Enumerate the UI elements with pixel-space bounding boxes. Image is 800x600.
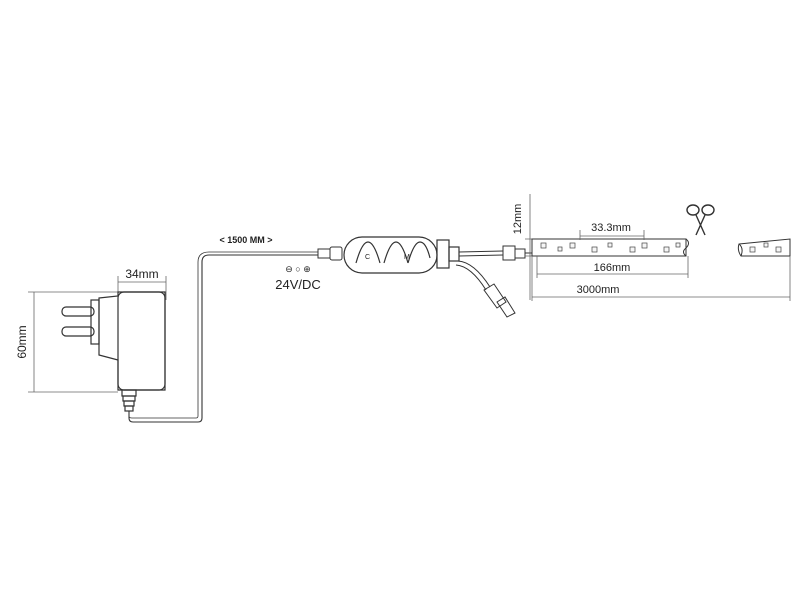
strip-cable <box>458 245 532 261</box>
led-pitch-dimension <box>579 230 645 240</box>
polarity-symbols: ⊖ ○ ⊕ <box>285 264 311 274</box>
strip-length-label: 3000mm <box>577 284 620 296</box>
strip-width-label: 12mm <box>512 204 524 235</box>
receiver-connector <box>483 283 516 318</box>
controller-button-right-icon <box>383 241 409 264</box>
controller-button-left-label: C <box>365 254 370 261</box>
strip-length-dimension <box>531 256 791 301</box>
adapter-height-dimension <box>28 291 118 393</box>
power-plug-icon <box>61 299 100 345</box>
led-pitch-label: 33.3mm <box>591 222 631 234</box>
dc-jack <box>317 246 343 261</box>
controller-button-left-icon <box>355 241 381 264</box>
adapter-width-label: 34mm <box>125 267 158 281</box>
power-cable <box>128 254 318 423</box>
controller <box>343 236 460 274</box>
receiver-cable <box>455 260 516 318</box>
cut-segment-label: 166mm <box>594 262 631 274</box>
adapter-height-label: 60mm <box>15 325 29 358</box>
voltage-label: 24V/DC <box>275 277 321 292</box>
controller-button-right-label: M <box>404 254 410 261</box>
cable-length-label: < 1500 MM > <box>219 235 272 245</box>
cut-segment-dimension <box>536 256 689 278</box>
scissors-icon <box>686 204 715 236</box>
led-strip <box>525 194 791 301</box>
power-adapter <box>28 276 167 412</box>
